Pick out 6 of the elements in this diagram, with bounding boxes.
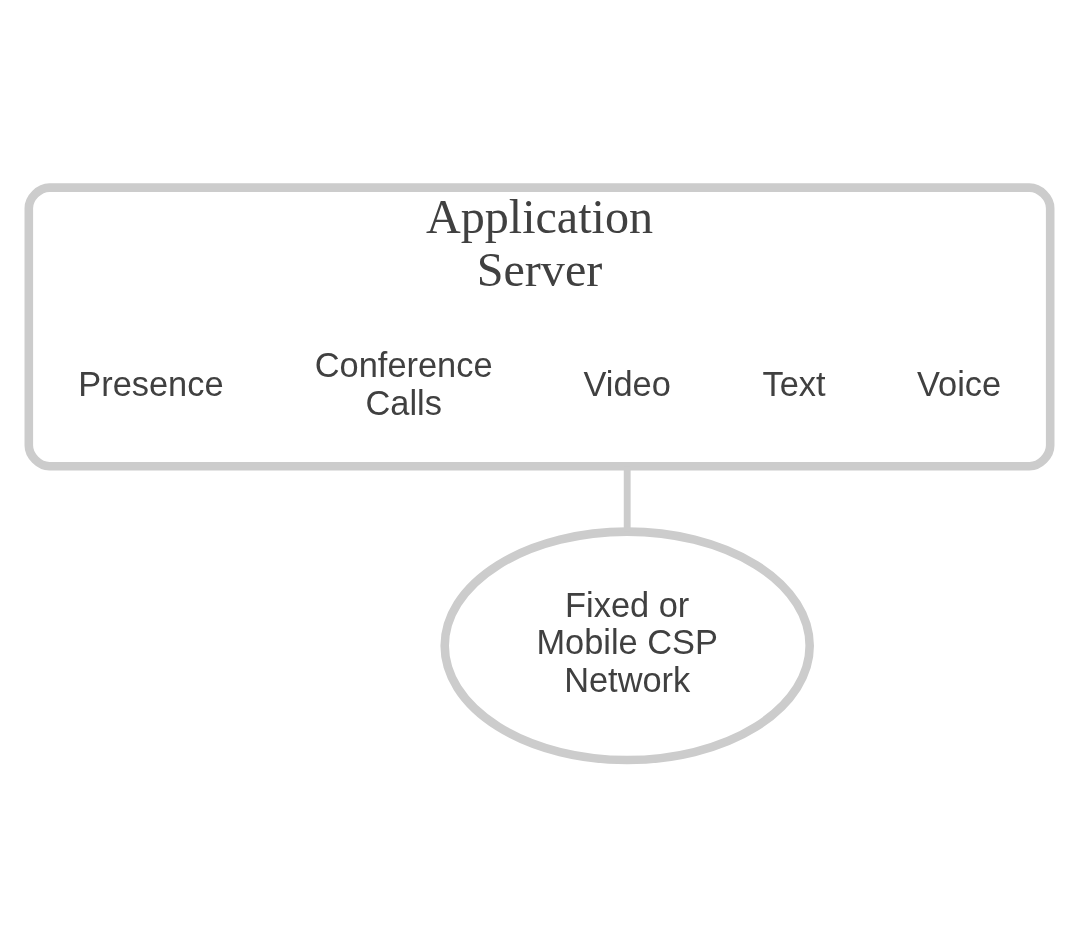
node-text: Voice	[917, 364, 1002, 403]
node-text: Presence	[78, 364, 224, 403]
node-text: Video	[583, 364, 671, 403]
node-text: Conference Calls	[314, 345, 493, 422]
node-ellipse: Fixed or Mobile CSP Network	[440, 527, 814, 765]
node-text: Text	[762, 364, 826, 403]
